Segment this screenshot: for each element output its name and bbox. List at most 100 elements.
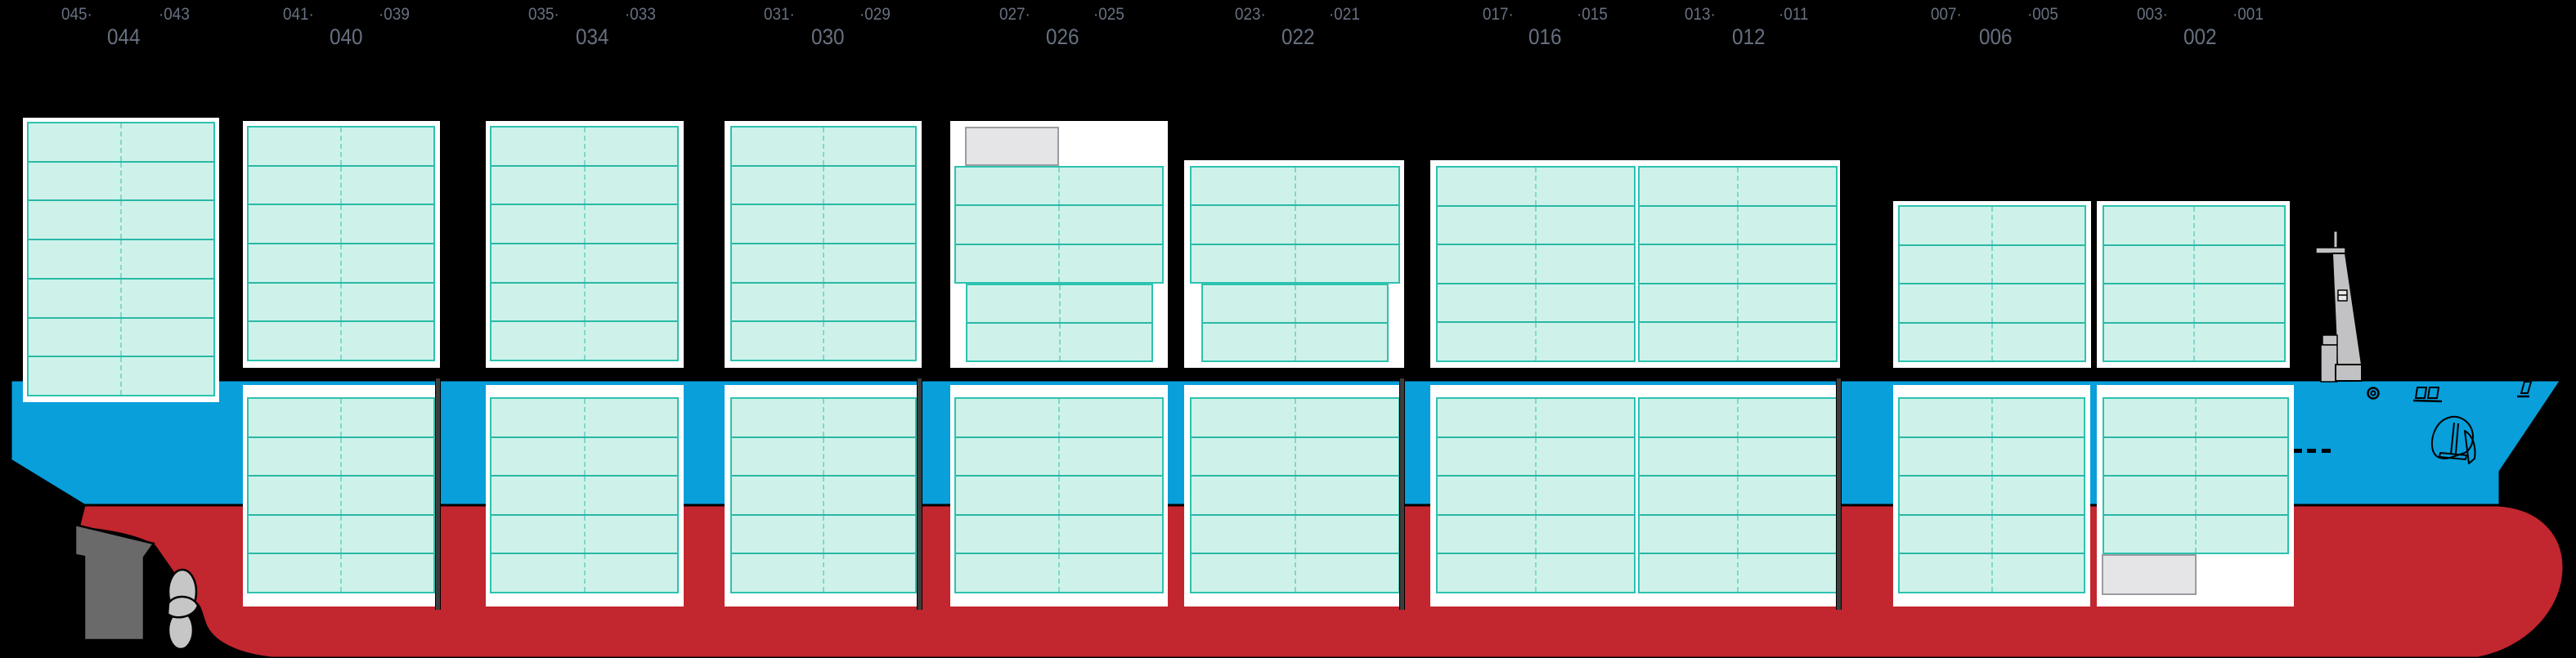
- bay-cell[interactable]: [29, 201, 122, 239]
- bay-cell[interactable]: [732, 477, 824, 514]
- bay-cell[interactable]: [956, 515, 1060, 553]
- bay-cell[interactable]: [2104, 437, 2197, 475]
- bay-cell[interactable]: [956, 399, 1060, 436]
- bay-cell[interactable]: [2104, 515, 2197, 553]
- bay-cell[interactable]: [2104, 245, 2195, 283]
- bay-cell[interactable]: [249, 128, 342, 165]
- bay-cell[interactable]: [967, 324, 1061, 360]
- bay-cell[interactable]: [1192, 515, 1296, 553]
- bay-cell[interactable]: [2104, 477, 2197, 514]
- bay-cell[interactable]: [732, 322, 824, 360]
- bay-cell[interactable]: [491, 283, 586, 321]
- bay-cell[interactable]: [1192, 554, 1296, 592]
- bay-cell[interactable]: [1640, 323, 1739, 360]
- bay-cell[interactable]: [491, 437, 586, 476]
- bay-016-012-grid-1[interactable]: [1638, 166, 1838, 362]
- bay-cell[interactable]: [1438, 323, 1537, 360]
- bay-cell[interactable]: [1438, 437, 1537, 476]
- bay-cell[interactable]: [956, 206, 1060, 244]
- bay-cell[interactable]: [1192, 399, 1296, 436]
- bay-cell[interactable]: [732, 244, 824, 282]
- bay-cell[interactable]: [1900, 207, 1993, 244]
- bay-cell[interactable]: [956, 244, 1060, 282]
- bay-002-grid-0[interactable]: [2103, 205, 2286, 362]
- bay-cell[interactable]: [249, 477, 342, 514]
- bay-cell[interactable]: [1192, 477, 1296, 514]
- hold-016-012-grid-0[interactable]: [1436, 397, 1636, 593]
- bay-cell[interactable]: [1203, 324, 1296, 360]
- bay-cell[interactable]: [29, 240, 122, 278]
- bay-cell[interactable]: [1438, 477, 1537, 514]
- bay-cell[interactable]: [1640, 284, 1739, 322]
- bay-034-grid-0[interactable]: [490, 126, 679, 361]
- bay-cell[interactable]: [1640, 515, 1739, 553]
- bay-cell[interactable]: [249, 244, 342, 282]
- bay-cell[interactable]: [732, 128, 824, 165]
- bay-cell[interactable]: [1900, 477, 1993, 514]
- hold-002-grid-0[interactable]: [2103, 397, 2289, 554]
- bay-cell[interactable]: [1203, 285, 1296, 322]
- bay-cell[interactable]: [732, 399, 824, 436]
- bay-cell[interactable]: [1640, 245, 1739, 283]
- hold-002-blocked-cell[interactable]: [2102, 554, 2197, 595]
- bay-006-grid-0[interactable]: [1898, 205, 2086, 362]
- hold-040-grid-0[interactable]: [247, 397, 435, 593]
- bay-cell[interactable]: [1900, 554, 1993, 592]
- bay-cell[interactable]: [491, 515, 586, 553]
- bay-cell[interactable]: [956, 554, 1060, 592]
- bay-030-grid-0[interactable]: [730, 126, 917, 361]
- bay-cell[interactable]: [249, 322, 342, 360]
- bay-cell[interactable]: [732, 205, 824, 244]
- bay-cell[interactable]: [491, 322, 586, 360]
- bay-cell[interactable]: [491, 399, 586, 436]
- bay-cell[interactable]: [1640, 554, 1739, 592]
- bay-cell[interactable]: [1900, 515, 1993, 553]
- hold-016-012-grid-1[interactable]: [1638, 397, 1838, 593]
- bay-cell[interactable]: [967, 285, 1061, 322]
- bay-cell[interactable]: [1640, 168, 1739, 205]
- bay-cell[interactable]: [956, 477, 1060, 514]
- bay-cell[interactable]: [956, 168, 1060, 205]
- bay-cell[interactable]: [29, 123, 122, 161]
- bay-cell[interactable]: [2104, 323, 2195, 360]
- bay-cell[interactable]: [1900, 323, 1993, 360]
- bay-cell[interactable]: [249, 437, 342, 476]
- hold-006-grid-0[interactable]: [1898, 397, 2085, 593]
- bay-cell[interactable]: [1438, 245, 1537, 283]
- bay-016-012-grid-0[interactable]: [1436, 166, 1636, 362]
- bay-cell[interactable]: [491, 128, 586, 165]
- bay-026-grid-1[interactable]: [966, 284, 1153, 362]
- bay-cell[interactable]: [1192, 244, 1296, 282]
- bay-cell[interactable]: [1900, 399, 1993, 436]
- bay-cell[interactable]: [732, 437, 824, 476]
- hold-034-grid-0[interactable]: [490, 397, 679, 593]
- bay-026-blocked-cell[interactable]: [965, 127, 1059, 166]
- bay-cell[interactable]: [1900, 437, 1993, 476]
- bay-cell[interactable]: [249, 554, 342, 592]
- bay-cell[interactable]: [491, 477, 586, 514]
- hold-022-grid-0[interactable]: [1190, 397, 1400, 593]
- bay-cell[interactable]: [249, 515, 342, 553]
- bay-cell[interactable]: [1438, 554, 1537, 592]
- bay-cell[interactable]: [956, 437, 1060, 476]
- bay-040-grid-0[interactable]: [247, 126, 435, 361]
- bay-026-grid-0[interactable]: [954, 166, 1164, 284]
- bay-cell[interactable]: [491, 244, 586, 282]
- bay-cell[interactable]: [1192, 437, 1296, 476]
- bay-cell[interactable]: [29, 279, 122, 317]
- hold-026-grid-0[interactable]: [954, 397, 1164, 593]
- bay-cell[interactable]: [1438, 168, 1537, 205]
- bay-cell[interactable]: [1640, 399, 1739, 436]
- hold-030-grid-0[interactable]: [730, 397, 917, 593]
- bay-cell[interactable]: [29, 162, 122, 200]
- bay-cell[interactable]: [2104, 399, 2197, 436]
- bay-cell[interactable]: [491, 205, 586, 244]
- bay-cell[interactable]: [2104, 207, 2195, 244]
- bay-cell[interactable]: [1640, 437, 1739, 476]
- bay-cell[interactable]: [249, 166, 342, 204]
- bay-cell[interactable]: [732, 554, 824, 592]
- bay-cell[interactable]: [1192, 168, 1296, 205]
- bay-cell[interactable]: [1438, 399, 1537, 436]
- bay-cell[interactable]: [1438, 515, 1537, 553]
- bay-cell[interactable]: [1900, 284, 1993, 322]
